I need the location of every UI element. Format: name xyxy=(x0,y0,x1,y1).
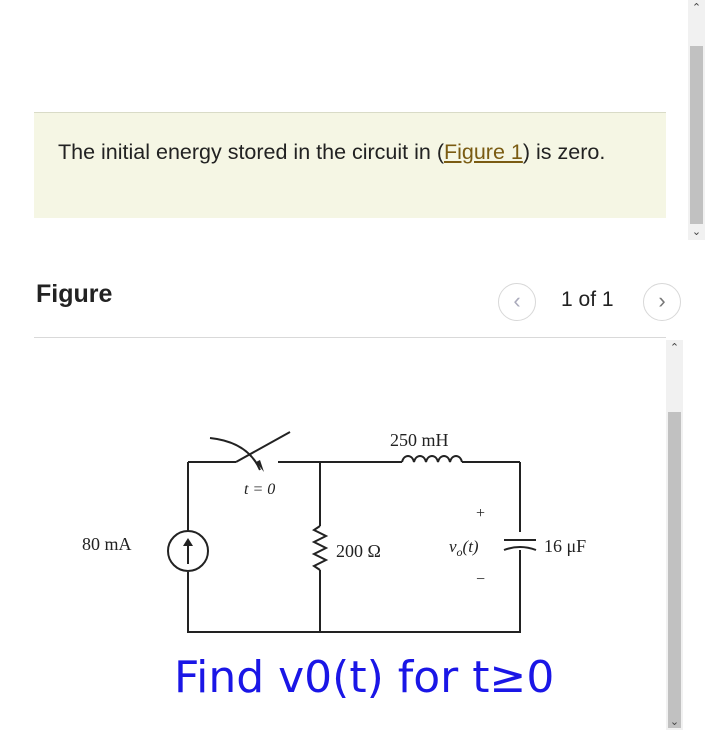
current-source-circle xyxy=(167,530,209,572)
figure-heading: Figure xyxy=(36,280,113,308)
minus-sign: − xyxy=(476,571,485,588)
inductor-coils xyxy=(401,455,463,463)
figure-link[interactable]: Figure 1 xyxy=(443,140,523,164)
figure-pager: 1 of 1 xyxy=(561,288,614,311)
voltage-label: vo(t) xyxy=(449,537,479,559)
figure-scroll-down-icon[interactable]: ⌄ xyxy=(669,716,680,728)
next-figure-button[interactable]: › xyxy=(643,283,681,321)
plus-sign: + xyxy=(476,505,485,522)
source-label: 80 mA xyxy=(82,534,132,554)
problem-statement: The initial energy stored in the circuit… xyxy=(34,112,666,218)
resistor-label: 200 Ω xyxy=(336,541,381,561)
chevron-right-icon: › xyxy=(658,288,666,313)
divider xyxy=(34,337,666,338)
voltage-subscript: o xyxy=(457,545,463,559)
question-text: Find v0(t) for t≥0 xyxy=(174,652,555,703)
prev-figure-button[interactable]: ‹ xyxy=(498,283,536,321)
switch-arc xyxy=(209,437,261,471)
voltage-symbol: v xyxy=(449,537,457,556)
figure-scrollbar[interactable]: ⌃ ⌄ xyxy=(666,340,683,730)
problem-text: The initial energy stored in the circuit… xyxy=(58,137,628,168)
capacitor-plate-bottom xyxy=(503,546,537,551)
switch-label: t = 0 xyxy=(244,481,275,498)
scroll-up-icon[interactable]: ⌃ xyxy=(691,2,702,14)
scroll-down-icon[interactable]: ⌄ xyxy=(691,226,702,238)
switch-arrowhead xyxy=(256,460,264,472)
figure-scroll-up-icon[interactable]: ⌃ xyxy=(669,342,680,354)
circuit-diagram: 80 mA t = 0 200 Ω 250 mH + vo(t) − 16 μF xyxy=(82,430,586,633)
switch-blade xyxy=(235,431,291,463)
problem-text-after: ) is zero. xyxy=(522,140,606,164)
voltage-argument: (t) xyxy=(463,537,479,556)
capacitor-label: 16 μF xyxy=(544,536,586,556)
page-scrollbar[interactable]: ⌃ ⌄ xyxy=(688,0,705,240)
chevron-left-icon: ‹ xyxy=(513,288,521,313)
current-source-arrowhead xyxy=(183,538,193,546)
wire-bottom xyxy=(187,572,521,633)
resistor-zigzag xyxy=(311,525,329,571)
figure-scrollbar-thumb[interactable] xyxy=(668,412,681,728)
page-scrollbar-thumb[interactable] xyxy=(690,46,703,224)
inductor-label: 250 mH xyxy=(390,430,449,450)
problem-text-before: The initial energy stored in the circuit… xyxy=(58,140,444,164)
